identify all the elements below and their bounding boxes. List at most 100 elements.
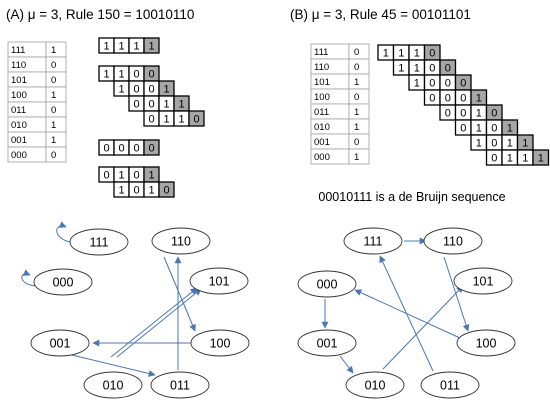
rule-b-pattern: 110 [314, 62, 329, 73]
graph-b-node-label: 010 [365, 379, 386, 393]
strip-a-cell-value: 0 [148, 84, 154, 96]
strip-b-cell-value: 0 [491, 153, 497, 165]
edge-b-001-010 [339, 355, 354, 374]
strip-a-cell-value: 1 [118, 69, 124, 81]
rule-a-pattern: 000 [11, 150, 27, 161]
strip-a-cell-value: 0 [163, 185, 169, 197]
strip-a-cell-value: 0 [133, 84, 139, 96]
strip-a-cell-value: 1 [178, 99, 184, 111]
rule-b-pattern: 001 [314, 137, 330, 148]
rule-a-pattern: 111 [11, 45, 25, 56]
rule-a-pattern: 001 [11, 135, 27, 146]
strip-b-cell-value: 1 [414, 48, 420, 60]
strip-b-cell-value: 1 [507, 153, 513, 165]
strip-a-cell [143, 37, 160, 54]
rule-a-output: 0 [51, 105, 56, 116]
graph-a-node [151, 227, 211, 255]
edge-b-010-101 [382, 285, 464, 370]
strip-b-cell-value: 0 [460, 78, 466, 90]
graph-a-node-label: 110 [171, 235, 191, 249]
edge-b-011-111 [379, 255, 434, 372]
strip-b-cell-value: 0 [460, 123, 466, 135]
graph-a-node [83, 371, 143, 399]
strip-b-cell-value: 0 [445, 78, 451, 90]
strip-b-cell-value: 0 [460, 108, 466, 120]
strip-b-cell-value: 1 [522, 138, 528, 150]
strip-a-cell-value: 1 [148, 185, 154, 197]
strip-a-cell-value: 0 [133, 143, 139, 155]
graph-a-node [69, 228, 129, 256]
rule-b-output: 0 [354, 62, 359, 73]
rule-a-output: 1 [51, 135, 56, 146]
strip-a-cell [158, 181, 175, 198]
panel-a-title: (A) μ = 3, Rule 150 = 10010110 [6, 7, 194, 22]
strip-a-cell-value: 0 [148, 143, 154, 155]
graph-a-node-label: 011 [170, 379, 190, 393]
strip-b-cell-value: 0 [491, 123, 497, 135]
strip-a-cell-value: 0 [148, 99, 154, 111]
strip-a-cell-value: 1 [163, 99, 169, 111]
strip-a-cell-value: 0 [193, 114, 199, 126]
rule-a-pattern: 011 [11, 105, 26, 116]
graph-b-node [453, 267, 513, 295]
strip-b-cell-value: 1 [414, 63, 420, 75]
rule-b-pattern: 010 [314, 122, 330, 133]
strip-b-cell-value: 1 [398, 48, 404, 60]
rule-b-output: 1 [354, 152, 359, 163]
strip-b-cell-value: 0 [491, 108, 497, 120]
strip-a-cell-value: 1 [118, 185, 124, 197]
graph-a-edges [21, 221, 202, 377]
strip-a-cell-value: 1 [178, 114, 184, 126]
strip-b-cell-value: 0 [429, 78, 435, 90]
panel-b-title: (B) μ = 3, Rule 45 = 00101101 [290, 7, 471, 22]
rule-a-output: 1 [51, 120, 56, 131]
strip-a-cell-value: 0 [118, 143, 124, 155]
rule-b-output: 1 [354, 77, 359, 88]
rule-a-output: 0 [51, 75, 56, 86]
graph-a-node-label: 100 [210, 337, 231, 351]
strip-b-cell-value: 1 [476, 138, 482, 150]
rule-a-output: 1 [51, 90, 56, 101]
graph-a-node [33, 268, 93, 296]
strip-a-cell-value: 1 [118, 84, 124, 96]
graph-b-node-label: 101 [473, 275, 494, 289]
rule-b-output: 0 [354, 47, 359, 58]
strip-a-cell-value: 0 [133, 69, 139, 81]
strip-b-cell-value: 0 [460, 93, 466, 105]
rule-b-pattern: 100 [314, 92, 330, 103]
rule-a-output-cell [45, 146, 67, 163]
graph-b-node-label: 111 [363, 235, 382, 249]
rule-b-pattern: 011 [314, 107, 329, 118]
rule-a-pattern: 010 [11, 120, 27, 131]
strip-b-cell-value: 1 [522, 153, 528, 165]
strip-a-cell-value: 1 [148, 41, 154, 53]
rule-b-output: 0 [354, 137, 359, 148]
graph-a-node [30, 329, 90, 357]
strip-b-cell-value: 1 [398, 63, 404, 75]
strip-b-cell-value: 1 [476, 108, 482, 120]
strip-a-cell-value: 1 [118, 170, 124, 182]
graph-b-edges [321, 237, 470, 374]
edge-a-011-101 [116, 288, 202, 358]
strip-a-cell-value: 0 [133, 170, 139, 182]
strip-b-cell-value: 1 [383, 48, 389, 60]
graph-b-node [297, 270, 357, 298]
graph-a-node [189, 267, 249, 295]
strip-a-cell-value: 1 [103, 41, 109, 53]
graph-b-node [297, 329, 357, 357]
strip-a-cell-value: 1 [148, 170, 154, 182]
edge-a-111-self [56, 221, 71, 243]
strip-b-cell-value: 0 [429, 63, 435, 75]
graph-b-node [423, 227, 483, 255]
graph-a-node-label: 010 [103, 379, 124, 393]
rule-a-pattern: 101 [11, 75, 27, 86]
strip-a-cell-value: 1 [163, 114, 169, 126]
graph-a-node-label: 001 [50, 337, 71, 351]
strip-b-cell-value: 1 [476, 93, 482, 105]
strip-a-cell-value: 0 [148, 114, 154, 126]
